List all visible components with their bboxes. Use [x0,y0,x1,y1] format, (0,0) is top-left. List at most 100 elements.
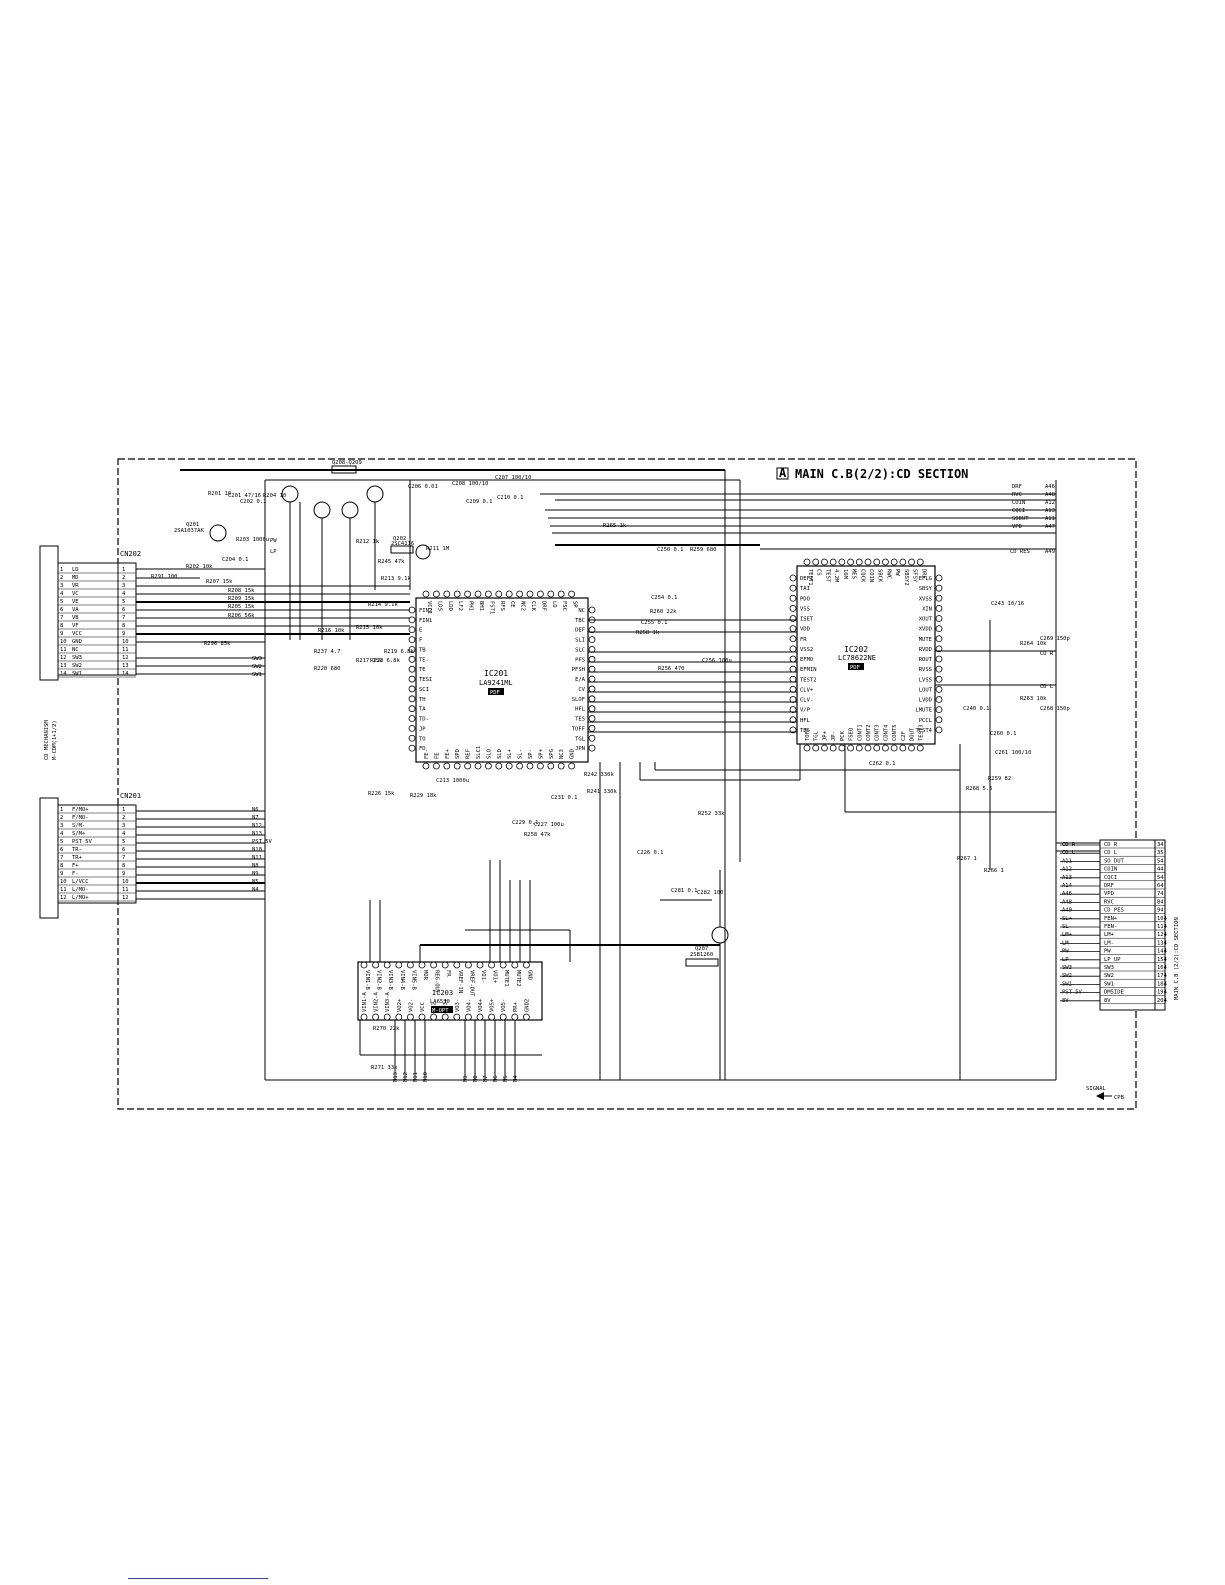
ic-pin-label: FIN2 [419,608,432,614]
cn202-pin-name: VC [72,591,79,597]
ic202-dsp-ic: DEFITAIPDOVSSISETVDDFRVSS2EFMOEFMINTEST2… [789,558,943,752]
output-pin-number: 174 [1157,973,1168,979]
ic-pin-label: V/P [800,708,811,714]
component-label: R296 85k [204,641,231,647]
pickup-label-line2: M-CDM(1+1/2) [52,720,58,760]
output-pin-number: 54 [1157,858,1164,864]
cn201-pin-index: 4 [122,831,126,837]
cn202-pin-number: 5 [60,599,63,605]
signal-legend: SIGNAL CPB [1086,1086,1125,1101]
cn202-pin-index: 5 [122,599,125,605]
cn201-pin-name: L/MO+ [72,895,89,901]
ic201-tag: PDF [490,690,500,696]
ic203-pin-label: VCC [420,1002,426,1012]
ic-pin-label: SLOF [572,697,585,703]
ic203-ref: IC203 [432,989,453,997]
q207-ref: Q207 [695,946,708,952]
output-net-label: SW2 [1062,973,1072,979]
component-label: R215 10k [356,625,383,631]
ic-pin-label: JP+ [822,730,828,741]
ic-pin-label: PCK [840,730,846,741]
ic-pin-label: SLI [575,638,585,644]
ic203-pin-label: GND2 [524,999,530,1012]
component-label: R202 10k [186,564,213,570]
ic202-ref: IC202 [844,645,868,654]
component-label: C227 100u [534,822,564,828]
output-net-label: LM- [1062,940,1072,946]
output-pin-name: SW2 [1104,973,1114,979]
right-net-name: DRF [1012,484,1022,490]
cn201-pin-index: 5 [122,839,125,845]
ic203-pin-label: REG-OUT [434,970,440,994]
q207-part: 2SB1260 [690,952,713,958]
pickup-label-line1: CD MECHANISM [44,720,50,760]
output-net-label: LP [1062,957,1069,963]
cn202-pin-number: 13 [60,663,67,669]
transistor-array-q205: Q208-Q209 [281,460,384,519]
cn202-pin-index: 6 [122,607,125,613]
ic-pin-label: XVDD [919,627,932,633]
cn201-pin-name: TR+ [72,855,83,861]
transistor-q201: Q201 2SA1037AK [174,522,227,542]
cn201-output-net: N4 [252,887,259,893]
ic-pin-label: TOFF [805,728,811,741]
signal-legend-label: SIGNAL [1086,1086,1107,1092]
cn201-pin-number: 4 [60,831,64,837]
ic-pin-label: MES [851,569,857,579]
ic-pin-label: RWC [885,569,891,579]
ic-pin-label: C2F [901,731,907,741]
ic-pin-label: 16M [842,569,848,580]
component-label: R260 22k [650,609,677,615]
output-pin-name: CD L [1104,850,1118,856]
ic-pin-label: TE [419,667,426,673]
output-pin-name: LP UP [1104,957,1121,963]
cn202-pin-number: 7 [60,615,63,621]
ic-pin-label: FIN1 [419,618,432,624]
output-pin-name: SW1 [1104,981,1114,987]
ic203-pin-label: VO1- [480,970,486,983]
ic-pin-label: FSEQ [849,728,855,741]
component-label: R207 15k [206,579,233,585]
cn201-pin-index: 8 [122,863,125,869]
ic201-part: LA9241ML [479,679,513,687]
cn202-pin-number: 6 [60,607,63,613]
ic-pin-label: CQCK [859,569,865,583]
ic-pin-label: RVDD [919,647,932,653]
ic203-pin-label: VREF-IN [457,970,463,993]
ic-pin-label: CONT1 [857,724,863,741]
ic203-pin-label: MOR [422,970,428,981]
ic203-pin-label: VIN3-A [385,991,391,1012]
component-label: C208 100/10 [452,481,488,487]
cn201-output-net: N9 [252,871,259,877]
right-net-num: A46 [1045,484,1055,490]
output-pin-number: 184 [1157,981,1168,987]
output-pin-number: 104 [1157,916,1168,922]
component-label: R219 6.8k [384,649,414,655]
cn202-pin-number: 9 [60,631,63,637]
ic-pin-label: ROUT [919,657,933,663]
ic-pin-label: LVSS [919,677,932,683]
ic203-pin-label: PR+ [513,1001,519,1012]
ic-pin-label: DRF [540,601,546,611]
right-net-num: A11 [1045,516,1055,522]
component-label: R214 9.1k [368,602,398,608]
ic-pin-label: SLO [486,749,492,759]
component-label: R256 470 [658,666,685,672]
cn202-pin-name: VA [72,607,79,613]
component-label: C254 0.1 [651,595,678,601]
ic-pin-label: RVSS [919,667,932,673]
ic-pin-label: CS [816,569,822,576]
ic-pin-label: BH1 [478,601,484,611]
cn201-pin-name: F- [72,871,79,877]
ic-pin-label: XVSS [919,596,932,602]
ic203-net-label: N5 [503,1075,509,1082]
output-pin-number: 94 [1157,908,1164,914]
cn201-ref: CN201 [120,792,141,800]
ic-pin-label: SPD [455,749,461,759]
output-net-label: SL- [1062,924,1072,930]
ic-pin-label: CONT5 [892,724,898,741]
ic-pin-label: SBCK [877,569,883,583]
component-label: R213 9.1k [381,576,411,582]
